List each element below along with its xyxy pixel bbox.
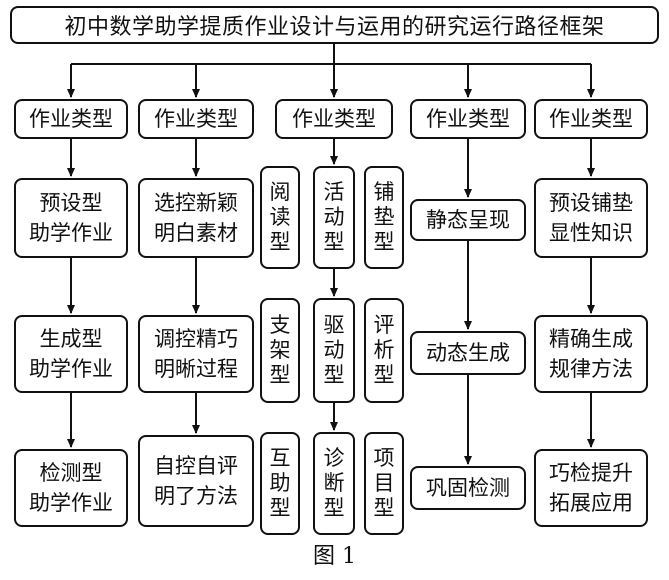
col3-mid-box-1: 活动型 [313,166,355,269]
col2-label-1: 选控新颖 明白素材 [154,191,238,245]
col3-mid-label-2: 驱动型 [323,313,345,387]
col3-mid-box-2: 驱动型 [313,298,355,403]
col1-label-3: 检测型 助学作业 [29,461,113,515]
col3-left-label-1: 阅读型 [269,180,291,254]
col3-right-box-3: 项目型 [364,432,404,535]
type-label-5: 作业类型 [549,107,633,131]
type-label-2: 作业类型 [154,107,238,131]
col4-label-2: 动态生成 [426,341,510,365]
type-box-2: 作业类型 [138,99,254,139]
col3-left-label-2: 支架型 [269,313,291,387]
title-box: 初中数学助学提质作业设计与运用的研究运行路径框架 [10,6,659,44]
col5-label-3: 巧检提升 拓展应用 [549,461,633,515]
col3-mid-label-3: 诊断型 [323,446,345,520]
type-box-5: 作业类型 [534,99,648,139]
col3-right-box-2: 评析型 [364,298,404,403]
type-box-4: 作业类型 [410,99,526,139]
col3-left-label-3: 互助型 [269,446,291,520]
type-box-1: 作业类型 [14,99,128,139]
type-label-3: 作业类型 [292,107,376,131]
col3-mid-label-1: 活动型 [323,180,345,254]
col5-box-3: 巧检提升 拓展应用 [534,449,648,527]
col3-left-box-1: 阅读型 [260,166,300,269]
col3-left-box-3: 互助型 [260,432,300,535]
col1-box-1: 预设型 助学作业 [14,178,128,258]
type-box-3: 作业类型 [275,99,393,139]
col4-label-1: 静态呈现 [426,208,510,232]
col3-right-label-2: 评析型 [373,313,395,387]
col4-box-3: 巩固检测 [410,466,526,510]
col1-label-1: 预设型 助学作业 [29,191,113,245]
col2-box-3: 自控自评 明了方法 [138,435,254,527]
type-label-1: 作业类型 [29,107,113,131]
diagram-title: 初中数学助学提质作业设计与运用的研究运行路径框架 [64,15,605,40]
col2-label-3: 自控自评 明了方法 [154,454,238,508]
col4-box-1: 静态呈现 [410,199,526,241]
col5-label-1: 预设铺垫 显性知识 [549,191,633,245]
col4-box-2: 动态生成 [410,331,526,375]
col2-box-2: 调控精巧 明晰过程 [138,315,254,393]
col3-right-label-1: 铺垫型 [373,180,395,254]
col3-left-box-2: 支架型 [260,298,300,403]
col1-box-3: 检测型 助学作业 [14,449,128,527]
col5-box-2: 精确生成 规律方法 [534,315,648,393]
col1-label-2: 生成型 助学作业 [29,327,113,381]
col2-label-2: 调控精巧 明晰过程 [154,327,238,381]
col3-right-label-3: 项目型 [373,446,395,520]
figure-caption: 图 1 [313,544,356,569]
col1-box-2: 生成型 助学作业 [14,315,128,393]
col2-box-1: 选控新颖 明白素材 [138,178,254,258]
type-label-4: 作业类型 [426,107,510,131]
col4-label-3: 巩固检测 [426,476,510,500]
col5-label-2: 精确生成 规律方法 [549,327,633,381]
col5-box-1: 预设铺垫 显性知识 [534,178,648,258]
col3-mid-box-3: 诊断型 [313,432,355,535]
col3-right-box-1: 铺垫型 [364,166,404,269]
